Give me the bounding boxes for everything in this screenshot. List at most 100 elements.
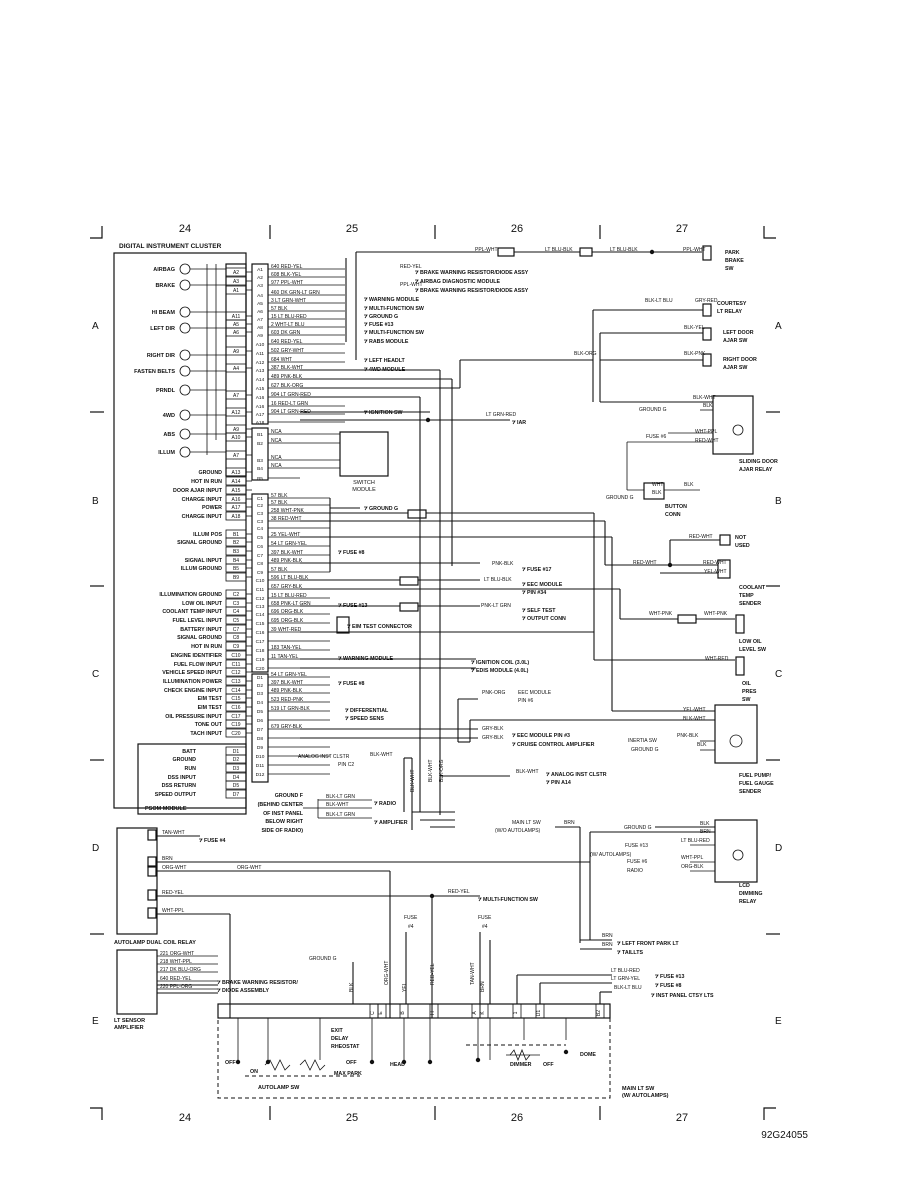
switch-position-label: MAX PARK — [334, 1071, 362, 1077]
psom-label: RUN — [185, 766, 197, 772]
connector-pin-label: A13 — [256, 368, 265, 374]
indicator-label: FASTEN BELTS — [134, 369, 175, 375]
switch-position-label: OFF — [225, 1060, 236, 1066]
wire-color-label: BLK — [652, 490, 662, 496]
psom-label: DSS RETURN — [162, 783, 197, 789]
indicator-label: BRAKE — [155, 283, 175, 289]
destination-label: IGNITION SW — [369, 410, 403, 416]
destination-label: BRAKE WARNING RESISTOR/DIODE ASSY — [420, 270, 529, 276]
wire-color-label: BLK-WHT — [683, 716, 706, 722]
connector-pin-label: A2 — [257, 275, 263, 281]
cluster-input-label: CHECK ENGINE INPUT — [164, 688, 223, 694]
connector-pin-label: A4 — [257, 293, 263, 299]
wire-color-label: YEL-WHT — [704, 569, 727, 575]
pin-label: C15 — [231, 696, 240, 702]
destination-label: MULTI-FUNCTION SW — [369, 330, 424, 336]
zone-col-label: 24 — [179, 223, 191, 235]
component-label: BUTTON — [665, 504, 687, 510]
wire-color-label: PNK-BLK — [677, 733, 699, 739]
connector-pin-label: D6 — [257, 718, 263, 724]
connector-arrow-icon — [347, 624, 351, 629]
lt-sensor-wire-label: 217 DK BLU-ORG — [160, 967, 201, 973]
vertical-wire-label: BLK — [349, 982, 355, 992]
connector-pin-label: C13 — [256, 604, 265, 610]
wire-color-label: WHT-PPL — [695, 429, 717, 435]
wire-code-label: 519 LT GRN-BLK — [271, 706, 310, 712]
psom-title: PSOM MODULE — [145, 806, 187, 812]
connector-arrow-icon — [364, 339, 368, 344]
wire-color-label: WHT — [652, 482, 663, 488]
destination-label: AMPLIFIER — [379, 820, 408, 826]
connector-arrow-icon — [651, 993, 655, 998]
wire-code-label: 57 BLK — [271, 306, 288, 312]
bottom-pin-box — [479, 1003, 489, 1019]
wire-code-label: 658 PNK-LT GRN — [271, 601, 311, 607]
bottom-pin-box — [512, 1003, 522, 1019]
connector-arrow-icon — [512, 742, 516, 747]
connector-arrow-icon — [338, 603, 342, 608]
connector-pin-label: C11 — [256, 587, 265, 593]
switch-position-label: HEAD — [390, 1062, 405, 1068]
destination-label: FUSE #8 — [343, 681, 365, 687]
indicator-label: AIRBAG — [153, 267, 175, 273]
connector-pin-label: B5 — [257, 476, 263, 482]
switch-position-label: DIMMER — [510, 1062, 532, 1068]
connector-arrow-icon — [617, 941, 621, 946]
switch-position-label: OFF — [346, 1060, 357, 1066]
radio-wire-label: BLK-WHT — [326, 802, 349, 808]
pin-label: A5 — [233, 322, 239, 328]
connector-pin-label: A18 — [256, 420, 265, 426]
pin-label: B5 — [233, 566, 239, 572]
wire-color-label: WHT-PPL — [681, 855, 703, 861]
connector-pin-label: A7 — [257, 317, 263, 323]
psom-label: SPEED OUTPUT — [155, 792, 197, 798]
connector-pin-label: C18 — [256, 648, 265, 654]
wire-color-label: FUSE #6 — [627, 859, 648, 865]
cluster-input-label: FUEL FLOW INPUT — [174, 662, 223, 668]
wire-code-label: 11 TAN-YEL — [271, 654, 298, 660]
indicator-lamp-icon — [179, 349, 191, 361]
connector-arrow-icon — [655, 983, 659, 988]
wire-color-label: BLK-ORG — [574, 351, 597, 357]
component-label: CONN — [665, 512, 681, 518]
wire-color-label: WHT-PPL — [162, 908, 184, 914]
component-label: USED — [735, 543, 750, 549]
connector-arrow-icon — [374, 820, 378, 825]
pin-label: C5 — [233, 618, 240, 624]
wire-code-label: 640 RED-YEL — [271, 264, 303, 270]
pin-label: B3 — [233, 549, 239, 555]
pin-label: D7 — [233, 792, 240, 798]
pin-label: C3 — [233, 601, 240, 607]
wire-color-label: PNK-ORG — [482, 690, 505, 696]
wire-color-label: GROUND G — [639, 407, 667, 413]
wire-color-label: BLK-LT BLU — [614, 985, 642, 991]
connector-arrow-icon — [338, 656, 342, 661]
wire-code-label: 57 BLK — [271, 500, 288, 506]
destination-label: OUTPUT CONN — [527, 616, 566, 622]
fuse-label: #4 — [408, 924, 414, 930]
zone-col-label: 26 — [511, 1112, 523, 1124]
connector-pin-label: D12 — [256, 772, 265, 778]
pin-label: C17 — [231, 714, 240, 720]
connector-arrow-icon — [415, 270, 419, 275]
vertical-wire-label: BRN — [480, 981, 486, 992]
connector-pin-label: A14 — [256, 377, 265, 383]
destination-label: LEFT FRONT PARK LT — [622, 941, 679, 947]
psom-label: BATT — [182, 749, 196, 755]
fuse-label: FUSE — [404, 915, 418, 921]
connector-arrow-icon — [338, 550, 342, 555]
fuse-label: FUSE — [478, 915, 492, 921]
indicator-lamp-icon — [179, 384, 191, 396]
destination-label: MULTI-FUNCTION SW — [369, 306, 424, 312]
pin-label: C13 — [231, 679, 240, 685]
wire-code-label: 684 WHT — [271, 357, 292, 363]
connector-arrow-icon — [364, 314, 368, 319]
pin-label: B1 — [233, 532, 239, 538]
connector-pin-label: A5 — [257, 301, 263, 307]
cluster-input-label: VEHICLE SPEED INPUT — [162, 670, 223, 676]
wire-color-label: FUSE #6 — [646, 434, 667, 440]
wire-code-label: 54 LT GRN-YEL — [271, 541, 307, 547]
wire-color-label: BLK-WHT — [516, 769, 539, 775]
